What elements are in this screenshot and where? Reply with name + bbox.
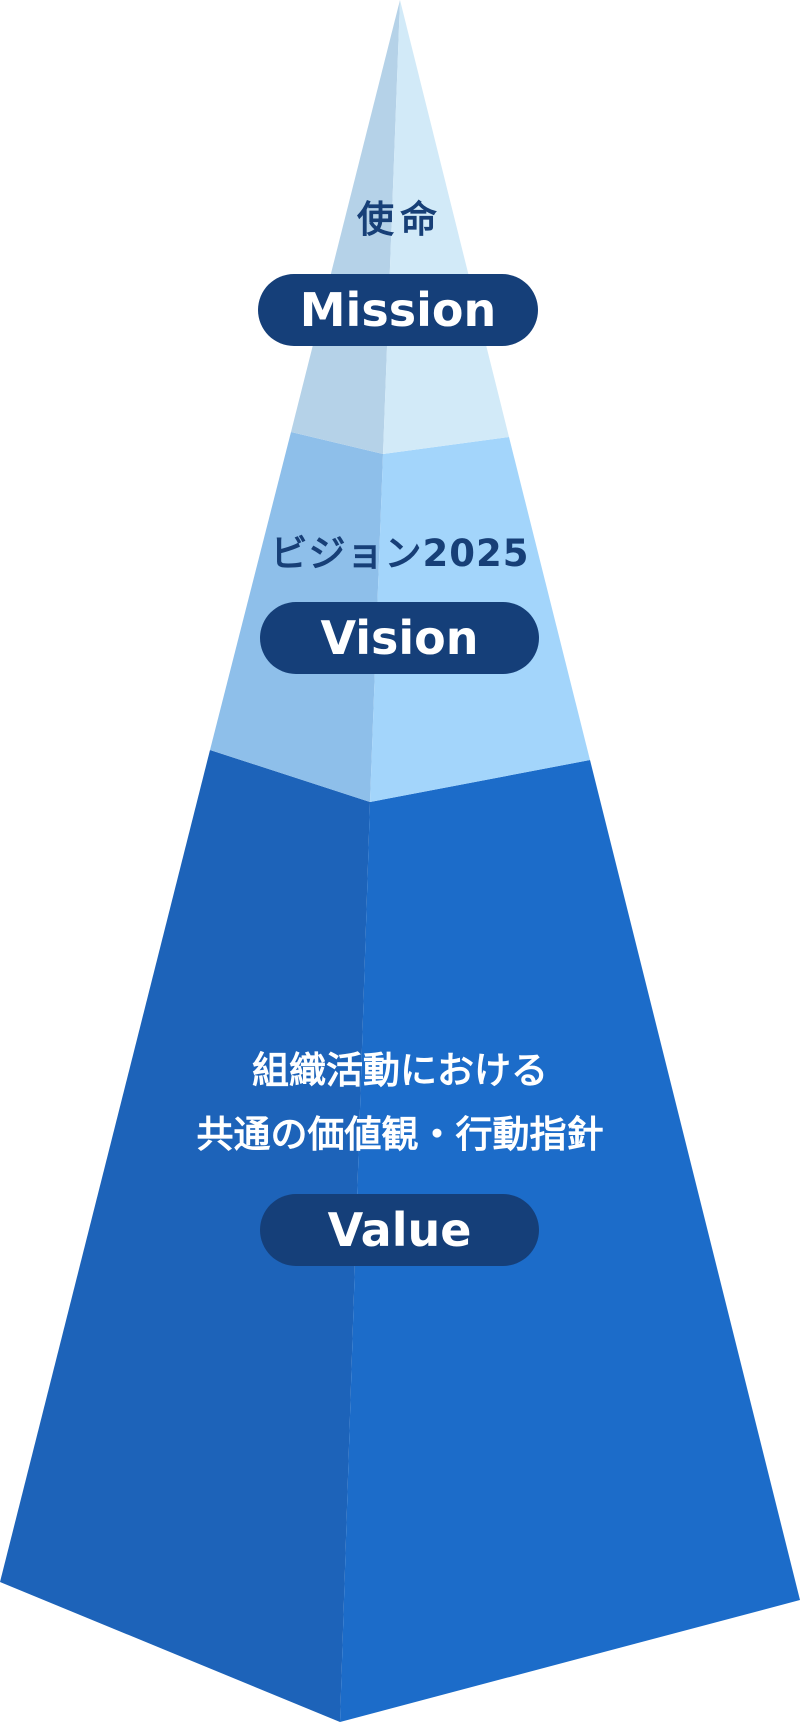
vision-title: ビジョン2025	[270, 532, 530, 575]
value-title-line-2: 共通の価値観・行動指針	[196, 1113, 604, 1156]
value-tier-right-face	[340, 760, 800, 1722]
mission-badge: Mission	[258, 274, 538, 346]
mission-title: 使命	[357, 198, 443, 241]
value-badge: Value	[260, 1194, 539, 1266]
vision-badge: Vision	[260, 602, 539, 674]
value-tier-left-face	[0, 750, 370, 1722]
value-title-line-1: 組織活動における	[252, 1049, 548, 1092]
